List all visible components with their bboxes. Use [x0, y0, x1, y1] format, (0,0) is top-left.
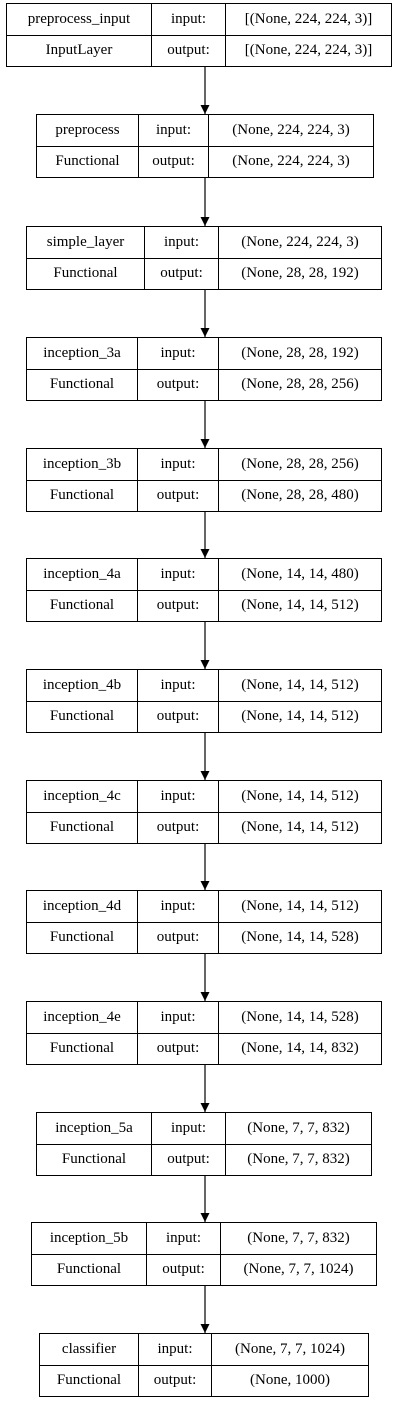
output-shape: (None, 14, 14, 528) [218, 921, 382, 954]
layer-name: inception_4a [26, 558, 138, 591]
input-shape: (None, 7, 7, 832) [220, 1222, 377, 1255]
input-label: input: [137, 669, 219, 702]
layer-type: Functional [31, 1253, 147, 1286]
layer-type: Functional [39, 1364, 139, 1397]
layer-name: inception_5a [36, 1112, 152, 1145]
input-shape: (None, 14, 14, 512) [218, 780, 382, 813]
input-label: input: [137, 780, 219, 813]
output-shape: (None, 224, 224, 3) [208, 145, 374, 178]
output-shape: (None, 14, 14, 512) [218, 589, 382, 622]
output-label: output: [146, 1253, 221, 1286]
input-shape: (None, 224, 224, 3) [218, 226, 382, 259]
output-label: output: [138, 145, 209, 178]
input-label: input: [146, 1222, 221, 1255]
input-shape: (None, 14, 14, 512) [218, 890, 382, 923]
output-label: output: [137, 1032, 219, 1065]
input-shape: (None, 7, 7, 1024) [211, 1333, 369, 1366]
output-label: output: [151, 1143, 226, 1176]
output-label: output: [138, 1364, 212, 1397]
input-label: input: [137, 1001, 219, 1034]
input-label: input: [144, 226, 219, 259]
layer-name: inception_3a [26, 337, 138, 370]
layer-type: Functional [26, 368, 138, 401]
output-shape: (None, 14, 14, 512) [218, 700, 382, 733]
layer-type: Functional [26, 1032, 138, 1065]
input-shape: (None, 14, 14, 512) [218, 669, 382, 702]
layer-type: Functional [36, 145, 139, 178]
input-label: input: [151, 3, 226, 36]
layer-name: classifier [39, 1333, 139, 1366]
layer-name: inception_4d [26, 890, 138, 923]
layer-name: inception_4e [26, 1001, 138, 1034]
layer-name: inception_3b [26, 448, 138, 481]
input-shape: (None, 7, 7, 832) [225, 1112, 372, 1145]
input-label: input: [138, 114, 209, 147]
input-label: input: [137, 337, 219, 370]
output-shape: (None, 28, 28, 256) [218, 368, 382, 401]
layer-type: InputLayer [6, 34, 152, 67]
output-shape: (None, 1000) [211, 1364, 369, 1397]
output-label: output: [137, 700, 219, 733]
layer-name: inception_4c [26, 780, 138, 813]
layer-type: Functional [36, 1143, 152, 1176]
output-shape: (None, 14, 14, 832) [218, 1032, 382, 1065]
input-label: input: [137, 890, 219, 923]
output-shape: [(None, 224, 224, 3)] [225, 34, 392, 67]
output-label: output: [137, 921, 219, 954]
output-label: output: [151, 34, 226, 67]
output-shape: (None, 14, 14, 512) [218, 811, 382, 844]
input-shape: (None, 28, 28, 256) [218, 448, 382, 481]
layer-type: Functional [26, 589, 138, 622]
output-label: output: [144, 257, 219, 290]
output-shape: (None, 28, 28, 480) [218, 479, 382, 512]
input-label: input: [137, 558, 219, 591]
layer-name: inception_4b [26, 669, 138, 702]
layer-type: Functional [26, 257, 145, 290]
layer-name: simple_layer [26, 226, 145, 259]
input-shape: (None, 28, 28, 192) [218, 337, 382, 370]
layer-type: Functional [26, 811, 138, 844]
input-shape: (None, 224, 224, 3) [208, 114, 374, 147]
input-label: input: [137, 448, 219, 481]
layer-type: Functional [26, 479, 138, 512]
input-shape: (None, 14, 14, 480) [218, 558, 382, 591]
layer-type: Functional [26, 921, 138, 954]
layer-type: Functional [26, 700, 138, 733]
layer-name: inception_5b [31, 1222, 147, 1255]
output-shape: (None, 28, 28, 192) [218, 257, 382, 290]
input-shape: (None, 14, 14, 528) [218, 1001, 382, 1034]
input-label: input: [151, 1112, 226, 1145]
output-label: output: [137, 811, 219, 844]
output-label: output: [137, 589, 219, 622]
output-shape: (None, 7, 7, 1024) [220, 1253, 377, 1286]
output-label: output: [137, 479, 219, 512]
input-shape: [(None, 224, 224, 3)] [225, 3, 392, 36]
output-shape: (None, 7, 7, 832) [225, 1143, 372, 1176]
input-label: input: [138, 1333, 212, 1366]
layer-name: preprocess_input [6, 3, 152, 36]
layer-name: preprocess [36, 114, 139, 147]
output-label: output: [137, 368, 219, 401]
